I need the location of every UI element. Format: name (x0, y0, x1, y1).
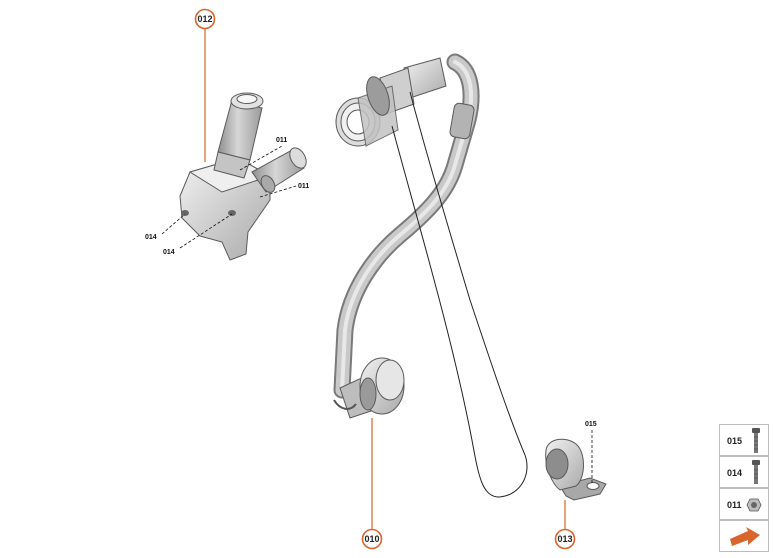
callout-012[interactable]: 012 (194, 8, 216, 30)
arrow-icon (730, 527, 760, 546)
bottom-connector (333, 357, 405, 419)
legend-nav-button[interactable] (719, 520, 769, 552)
legend-item-015[interactable]: 015 (719, 424, 769, 456)
label-011-mid: 011 (298, 183, 309, 190)
side-fitting-collar (260, 175, 276, 193)
clamp-bolt-hole (586, 482, 600, 490)
pump-cap-inner (236, 94, 258, 104)
bracket-hole-left (181, 210, 189, 216)
retaining-wire (391, 91, 528, 498)
dash-011-top (239, 145, 283, 171)
dash-011-mid (259, 185, 297, 198)
top-connector (335, 57, 447, 147)
bolt-icon (752, 460, 760, 484)
side-fitting-end (289, 147, 307, 169)
hose-sleeve (449, 102, 475, 140)
legend-item-011[interactable]: 011 (719, 488, 769, 520)
fastener-legend: 015 014 011 (719, 424, 771, 554)
label-011-top: 011 (276, 137, 287, 144)
pump-neck (213, 151, 251, 179)
legend-item-014[interactable]: 014 (719, 456, 769, 488)
legend-label-015: 015 (727, 436, 743, 446)
hose-pipe[interactable] (333, 53, 528, 529)
bracket-hole-right (228, 210, 236, 216)
legend-label-014: 014 (727, 468, 743, 478)
clamp-bore (545, 448, 569, 480)
dash-014-left (161, 213, 186, 235)
label-014-bottom: 014 (163, 249, 175, 256)
clamp[interactable] (545, 430, 607, 529)
callout-010[interactable]: 010 (361, 528, 383, 550)
label-015: 015 (585, 421, 597, 428)
callout-012-text: 012 (197, 14, 212, 24)
legend-label-011: 011 (727, 500, 742, 510)
bolt-long-icon (752, 428, 760, 453)
callout-013-text: 013 (557, 534, 572, 544)
pump-body (217, 99, 263, 161)
label-014-left: 014 (145, 234, 157, 241)
callout-013[interactable]: 013 (554, 528, 576, 550)
pump-assembly[interactable] (161, 28, 310, 261)
hose-highlight (340, 60, 474, 392)
callout-010-text: 010 (364, 534, 379, 544)
nut-icon (746, 498, 762, 512)
dash-014-bottom (179, 213, 233, 249)
